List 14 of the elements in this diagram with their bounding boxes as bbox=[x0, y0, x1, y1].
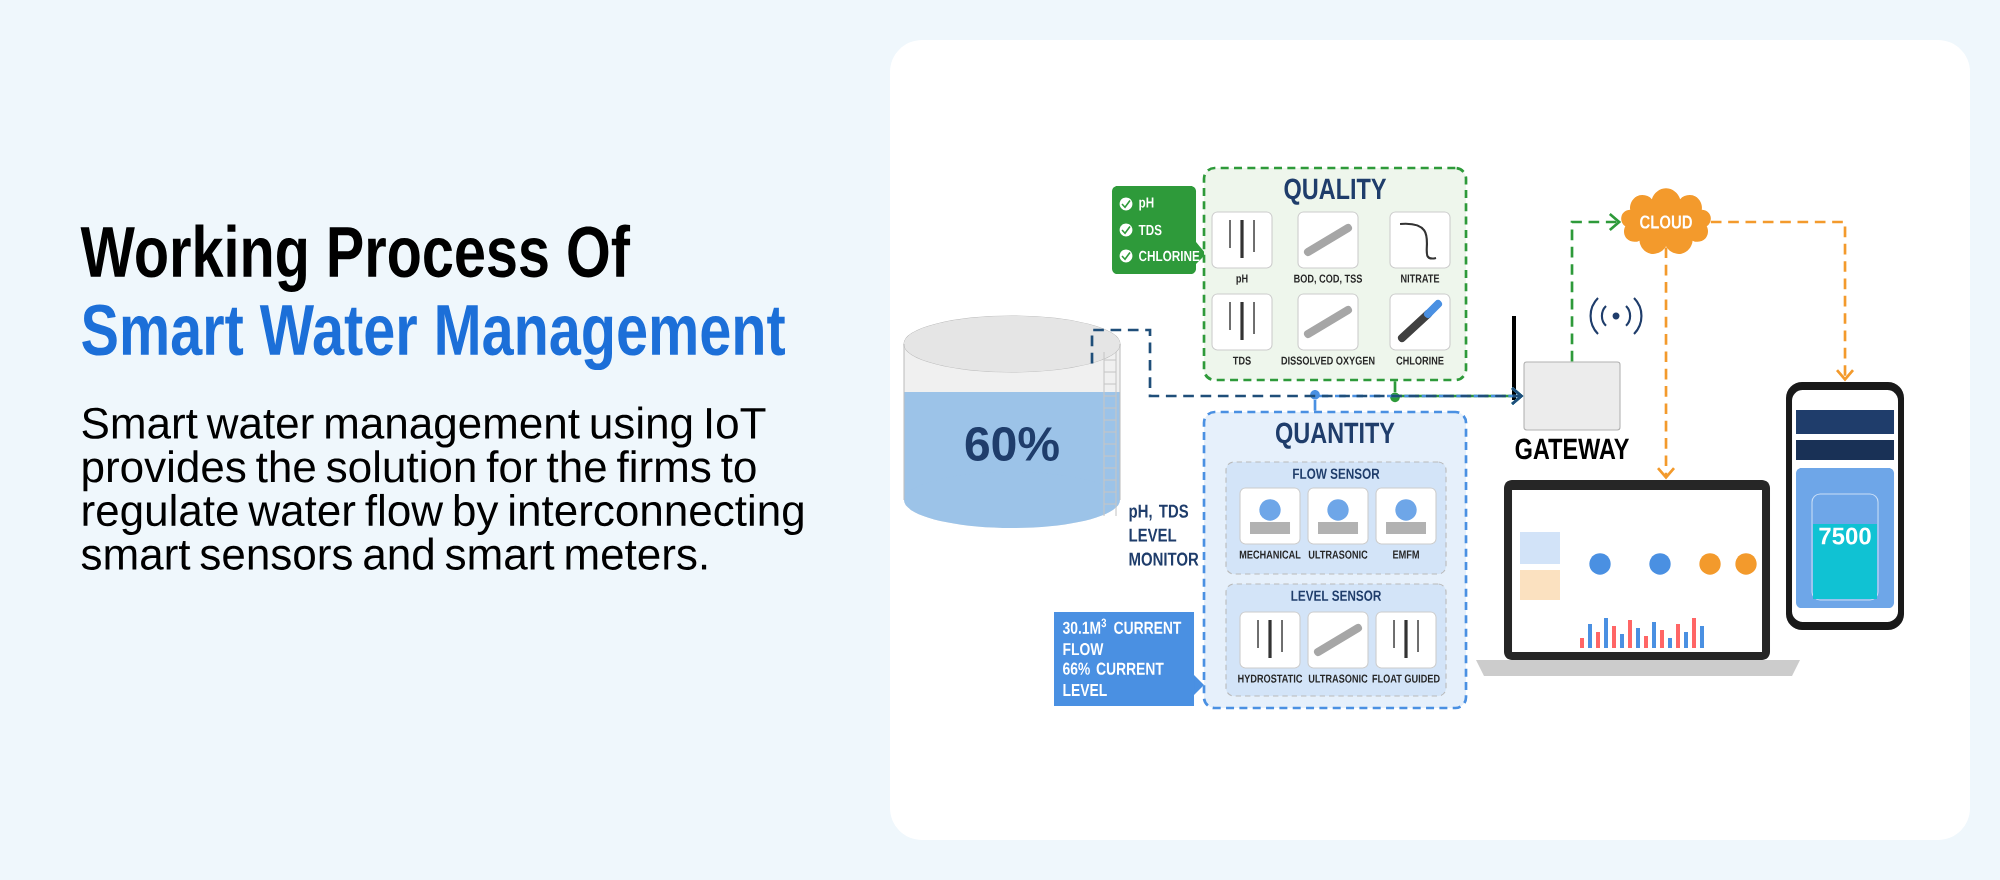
connector-arrow bbox=[1090, 328, 1524, 406]
laptop-drawing bbox=[1476, 480, 1800, 676]
smartphone-drawing: 7500 bbox=[1786, 382, 1904, 630]
connector-arrow bbox=[1710, 220, 1855, 382]
heading: Working Process Of bbox=[80, 224, 631, 292]
heading: Smart Water Management bbox=[82, 304, 785, 371]
connector-arrow bbox=[1570, 213, 1622, 362]
callout-box: 30.1M$^{3}$ CURRENT FLOW 66% CURRENT LEVEL bbox=[1054, 612, 1204, 706]
gateway-device: GATEWAY bbox=[1512, 316, 1629, 460]
description-text: Smart water management using IoT provides the solution for the firms to regulate water flow by interconnecting smart sensors and smart meters. bbox=[81, 406, 803, 570]
node-label: GATEWAY bbox=[1515, 438, 1629, 460]
caption-text: pH, TDS LEVEL MONITOR bbox=[1129, 504, 1199, 566]
water-tank-drawing: 60% bbox=[903, 315, 1121, 528]
connector-arrow bbox=[1657, 247, 1676, 480]
